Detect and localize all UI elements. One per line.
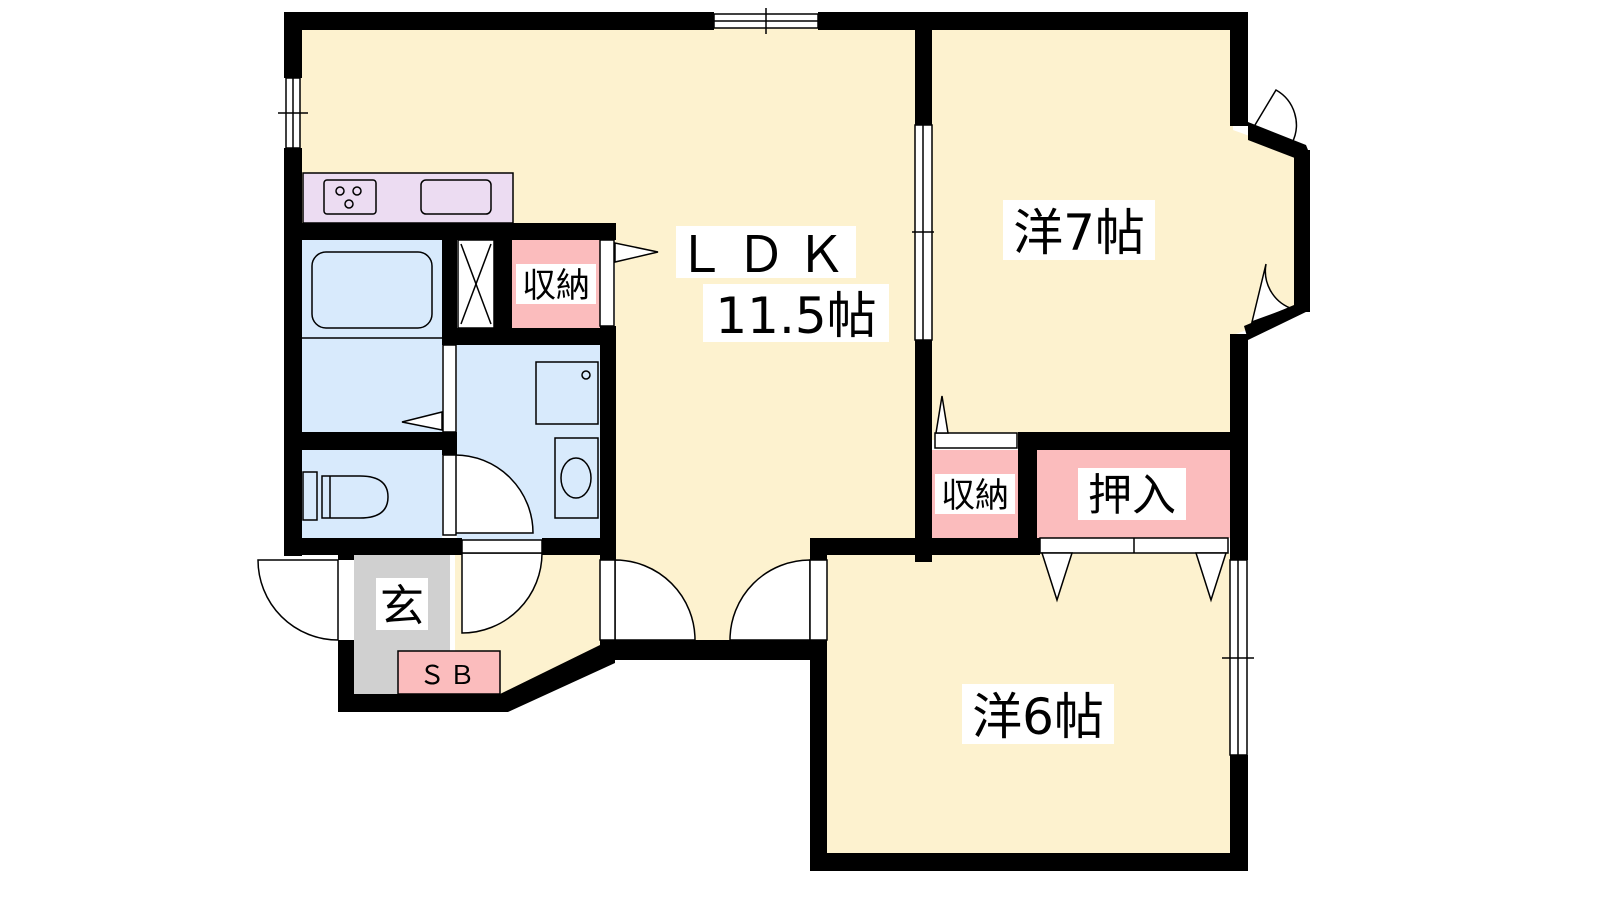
hall-jamb [461,539,543,554]
label-bg [676,226,856,278]
ldk-name: ＬＤＫ [676,226,856,284]
vanity [554,437,599,519]
label-bg [935,474,1015,514]
arrow-indicator [1194,552,1228,603]
ldk-door-swing [614,559,696,641]
wall [1018,432,1037,554]
western6-door-jamb [809,559,828,641]
doors [257,88,1298,641]
label-bg [376,578,428,630]
walls [284,12,1310,871]
wall [818,12,1248,30]
toilet-door-swing [454,454,534,534]
toilet-floor [300,450,442,540]
toilet-tank [302,471,318,521]
genkan-name: 玄 [380,581,424,632]
storage-ldk-name: 収納 [522,266,590,306]
labels: ＬＤＫ 11.5帖 洋7帖 洋6帖 収納 収納 押入 玄 ＳＢ [376,200,1186,746]
burner [335,186,345,196]
wall [284,432,457,450]
western6-door-swing [729,559,811,641]
fixtures [300,179,599,521]
arrow-indicator [935,395,949,434]
wall [284,538,462,555]
wall [284,12,714,30]
stove [323,179,377,215]
wall [338,538,354,560]
wall [1294,150,1310,312]
bathtub [311,251,433,329]
hall-door-swing [461,552,543,634]
drain [581,370,591,380]
western6-name: 洋6帖 [972,688,1104,746]
ldk-door-jamb [599,559,616,641]
bay-window-lower [1250,263,1293,324]
floor-fills [300,28,1302,855]
wall [810,853,1247,871]
label-bg [1003,200,1155,260]
bath-door [442,344,457,433]
shoebox-floor [397,650,501,695]
wall [494,223,512,345]
wall [1230,12,1248,126]
storage-west-name: 収納 [941,476,1009,516]
wall [1244,305,1310,340]
burner [344,199,354,209]
wall [284,12,302,78]
front-door-swing [257,559,339,641]
wall [442,432,457,455]
wall [1018,432,1248,450]
storage-ldk-door [599,239,615,327]
wall [442,328,616,345]
vanity-basin [560,457,592,499]
shoebox-name: ＳＢ [419,661,479,691]
wall [810,538,1040,555]
wall [442,223,457,345]
washing-machine [535,361,599,425]
toilet-jamb [442,454,457,536]
wall [500,645,615,712]
wall [915,12,932,125]
arrow-indicator [614,242,659,263]
wall [915,340,932,562]
arrow-indicator [1040,552,1074,603]
ldk-size: 11.5帖 [715,287,876,345]
storage-west-door [934,432,1018,449]
closet-cross [460,243,492,325]
western7-name: 洋7帖 [1013,204,1145,262]
label-bg [1078,468,1186,520]
label-bg [516,264,596,304]
wall [338,694,508,712]
kitchen-sink [420,179,492,215]
burner [352,186,362,196]
door-indicators [401,242,1228,603]
arrow-indicator [401,411,443,431]
oshiire-name: 押入 [1088,470,1176,521]
toilet-bowl [321,475,389,519]
wall [600,326,616,560]
wall [600,640,827,660]
wall [284,148,302,556]
wall [1230,755,1248,871]
label-bg [962,684,1114,744]
label-bg [703,284,889,342]
wall [810,640,827,870]
bathroom-floor [300,240,442,432]
wall [542,538,616,555]
